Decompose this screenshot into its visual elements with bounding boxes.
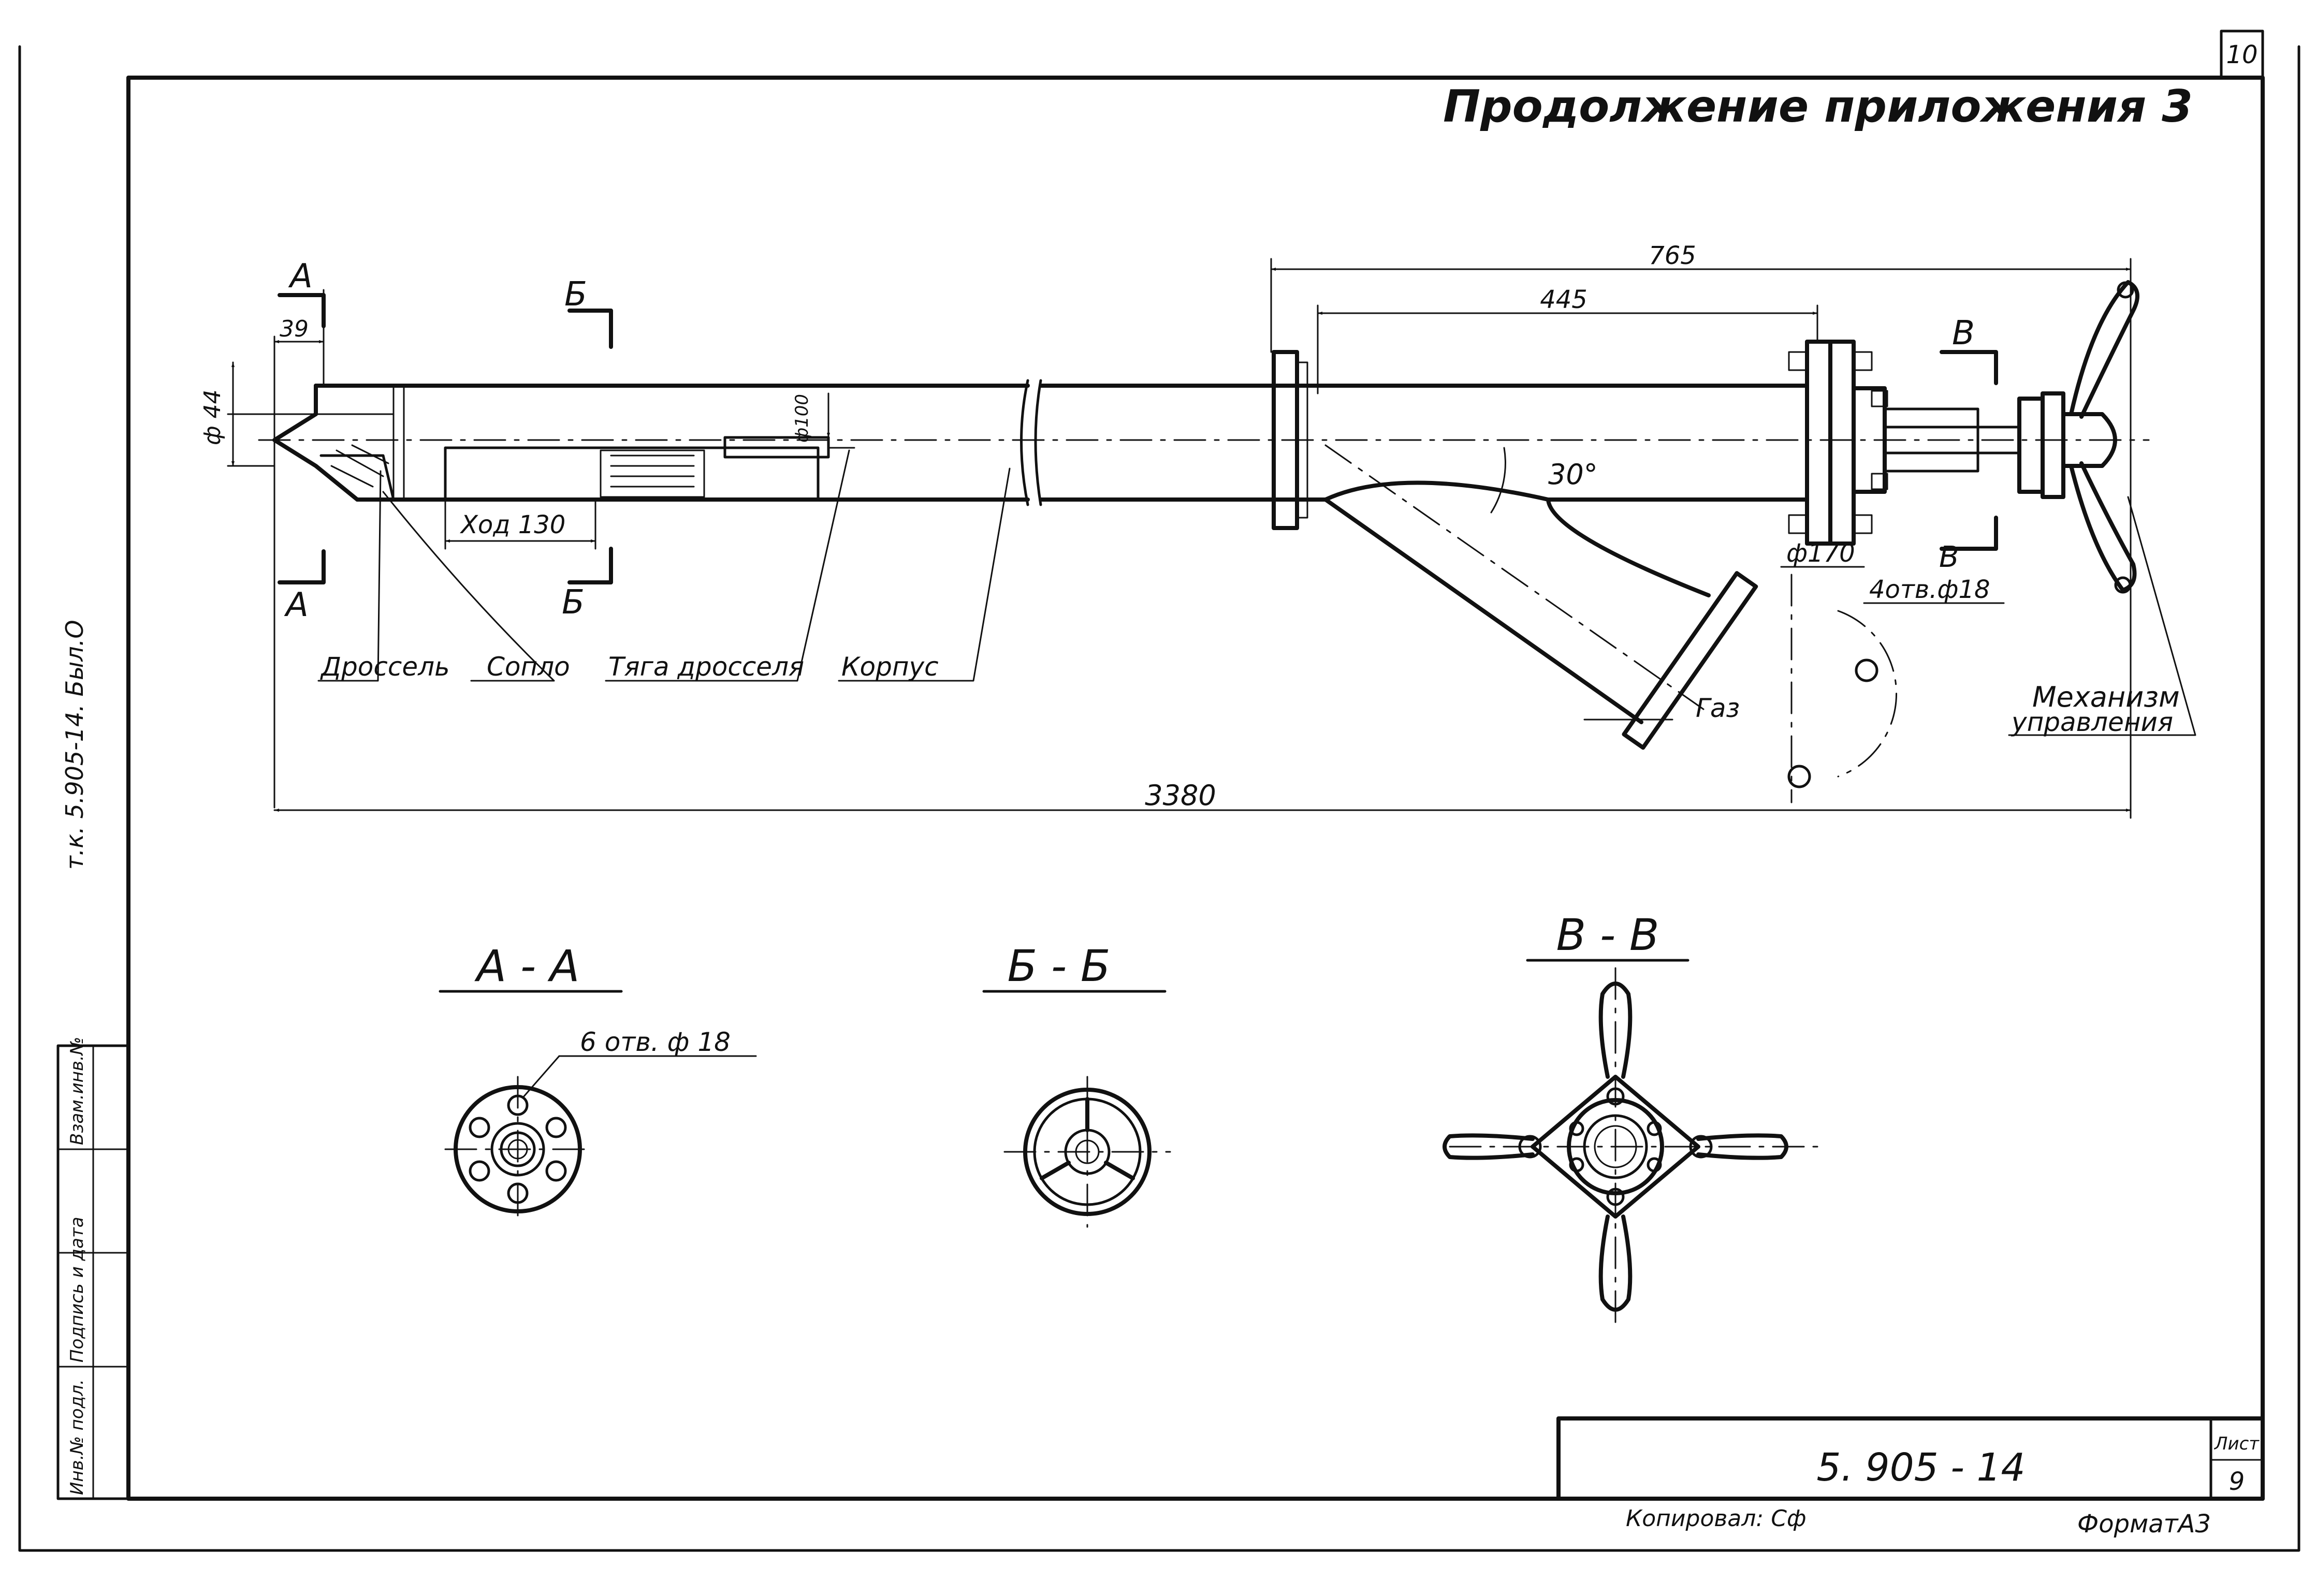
copied-by: Копировал: Сф	[1626, 1505, 1807, 1532]
dimension-lines	[227, 258, 2196, 819]
callout-gas: Газ	[1696, 693, 1740, 723]
cut-label-a-bottom: А	[284, 586, 309, 624]
callout-throttle-rod: Тяга дросселя	[608, 652, 804, 682]
callout-mechanism-line1: Механизм	[2032, 681, 2180, 713]
sheet-title: Продолжение приложения 3	[1443, 81, 2193, 133]
section-vv	[1443, 959, 1824, 1326]
sheet-label: Лист	[2213, 1433, 2260, 1454]
dim-765: 765	[1649, 241, 1696, 270]
cut-label-v-bottom: В	[1939, 540, 1959, 574]
dim-holes: 4отв.ф18	[1869, 575, 1990, 604]
section-aa-note: 6 отв. ф 18	[580, 1027, 731, 1057]
sheet-format: ФорматА3	[2077, 1510, 2211, 1539]
right-flange	[1805, 340, 1832, 546]
throttle-rod	[444, 436, 855, 501]
dim-diameter-100: ф100	[792, 394, 812, 443]
cut-label-b-bottom: Б	[562, 583, 585, 622]
cut-label-b-top: Б	[564, 275, 587, 314]
main-view: ф 44 39 ф100 Ход 130 765 445 30° ф170 4о…	[199, 241, 2196, 819]
callout-mechanism-line2: управления	[2011, 707, 2173, 737]
stamp-signature-date: Подпись и дата	[67, 1217, 88, 1363]
drawing-designation: 5. 905 - 14	[1816, 1445, 2025, 1490]
dim-39: 39	[280, 316, 309, 342]
dim-angle-30: 30°	[1548, 458, 1598, 491]
callout-body: Корпус	[841, 652, 939, 682]
dim-stroke-130: Ход 130	[459, 510, 565, 539]
section-vv-title: В - В	[1556, 910, 1659, 960]
dim-diameter-170: ф170	[1786, 539, 1855, 568]
sheet-frame	[18, 30, 2300, 1552]
side-stamp	[56, 1044, 130, 1500]
pipe-right	[1034, 340, 2021, 546]
dim-445: 445	[1540, 285, 1587, 314]
section-bb-title: Б - Б	[1008, 941, 1111, 991]
title-block	[1556, 1416, 2265, 1501]
cut-label-a-top: А	[288, 257, 313, 296]
stamp-inv-original: Инв.№ подл.	[67, 1379, 88, 1495]
gas-branch	[1323, 444, 1897, 803]
corner-sheet-box	[2220, 30, 2264, 79]
section-bb	[982, 990, 1171, 1228]
sheet-number: 9	[2229, 1467, 2245, 1496]
callout-nozzle: Сопло	[487, 652, 570, 682]
gas-flange	[1622, 571, 1758, 750]
side-stamp-code: т.к. 5.905-14. Был.О	[61, 620, 89, 870]
corner-sheet-number: 10	[2226, 40, 2257, 69]
stamp-inv-replace: Взам.инв.№	[67, 1037, 88, 1145]
dim-diameter-44: ф 44	[199, 389, 226, 445]
cut-label-v-top: В	[1952, 314, 1975, 353]
dim-3380: 3380	[1145, 779, 1216, 812]
callout-throttle: Дроссель	[320, 652, 450, 682]
section-aa-title: А - А	[474, 941, 580, 991]
section-aa	[439, 990, 757, 1223]
control-handwheel	[2017, 280, 2139, 594]
